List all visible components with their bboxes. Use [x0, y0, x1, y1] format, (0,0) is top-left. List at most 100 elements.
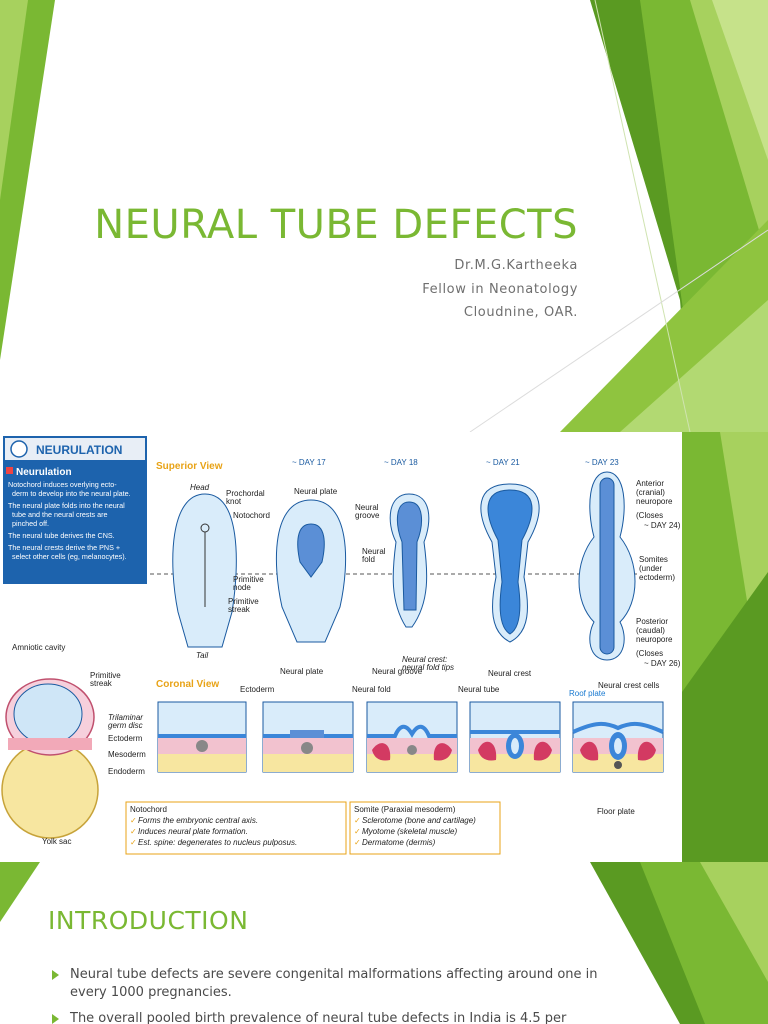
- svg-text:Tail: Tail: [196, 651, 208, 660]
- svg-text:neuropore: neuropore: [636, 497, 673, 506]
- svg-text:Neural crest: Neural crest: [488, 669, 532, 678]
- svg-text:Sclerotome (bone and cartilage: Sclerotome (bone and cartilage): [362, 816, 476, 825]
- svg-text:Neural: Neural: [362, 547, 386, 556]
- svg-text:Trilaminar: Trilaminar: [108, 713, 143, 722]
- svg-text:Prochordal: Prochordal: [226, 489, 265, 498]
- svg-text:(Closes: (Closes: [636, 649, 663, 658]
- svg-text:knot: knot: [226, 497, 242, 506]
- svg-text:streak: streak: [90, 679, 113, 688]
- author-role: Fellow in Neonatology: [422, 282, 578, 297]
- badge-title: NEURULATION: [36, 443, 122, 457]
- svg-text:Forms the embryonic central ax: Forms the embryonic central axis.: [138, 816, 258, 825]
- svg-text:Endoderm: Endoderm: [108, 767, 145, 776]
- svg-text:~ DAY 17: ~ DAY 17: [292, 458, 326, 467]
- svg-text:Neural crest:: Neural crest:: [402, 655, 447, 664]
- svg-text:Primitive: Primitive: [228, 597, 259, 606]
- svg-text:Notochord induces overlying ec: Notochord induces overlying ecto-: [8, 480, 117, 489]
- coronal-view-label: Coronal View: [156, 679, 219, 690]
- svg-text:Primitive: Primitive: [233, 575, 264, 584]
- neurulation-info-box: [3, 436, 147, 584]
- neurulation-figure: NEURULATION Neurulation Notochord induce…: [0, 432, 682, 862]
- svg-text:ectoderm): ectoderm): [639, 573, 675, 582]
- svg-text:~ DAY 26): ~ DAY 26): [644, 659, 681, 668]
- svg-text:Notochord: Notochord: [130, 805, 167, 814]
- svg-text:✓: ✓: [130, 816, 137, 825]
- yolk-sac: [1, 741, 99, 839]
- svg-text:Neural: Neural: [355, 503, 379, 512]
- bullet-item: Neural tube defects are severe congenita…: [52, 966, 600, 1002]
- figure-slide: NEURULATION Neurulation Notochord induce…: [0, 432, 768, 862]
- slide-title: NEURAL TUBE DEFECTS: [94, 202, 578, 248]
- svg-text:~ DAY 23: ~ DAY 23: [585, 458, 619, 467]
- svg-text:(under: (under: [639, 564, 662, 573]
- svg-text:Notochord: Notochord: [233, 511, 270, 520]
- svg-text:✓: ✓: [130, 827, 137, 836]
- svg-text:Neural plate: Neural plate: [280, 667, 324, 676]
- svg-text:Posterior: Posterior: [636, 617, 668, 626]
- svg-text:✓: ✓: [130, 838, 137, 847]
- bullet-arrow-icon: [52, 970, 59, 980]
- author-affiliation: Cloudnine, OAR.: [463, 305, 578, 320]
- svg-text:select other cells (eg, melano: select other cells (eg, melanocytes).: [12, 552, 127, 561]
- svg-text:(caudal): (caudal): [636, 626, 665, 635]
- svg-text:Neural tube: Neural tube: [458, 685, 500, 694]
- box-heading: Neurulation: [16, 467, 72, 478]
- bullet-arrow-icon: [52, 1014, 59, 1024]
- svg-text:Roof plate: Roof plate: [569, 689, 606, 698]
- svg-text:✓: ✓: [354, 838, 361, 847]
- svg-text:Somite (Paraxial mesoderm): Somite (Paraxial mesoderm): [354, 805, 456, 814]
- svg-text:Est. spine: degenerates to nuc: Est. spine: degenerates to nucleus pulpo…: [138, 838, 297, 847]
- coronal-sections: [157, 701, 664, 773]
- author-name: Dr.M.G.Kartheeka: [454, 258, 578, 273]
- svg-text:Somites: Somites: [639, 555, 668, 564]
- svg-text:(cranial): (cranial): [636, 488, 665, 497]
- section-heading: INTRODUCTION: [48, 906, 249, 935]
- day-labels: ~ DAY 17 ~ DAY 18 ~ DAY 21 ~ DAY 23: [292, 458, 619, 467]
- svg-text:neural fold tips: neural fold tips: [402, 663, 454, 672]
- svg-text:Amniotic cavity: Amniotic cavity: [12, 643, 65, 652]
- svg-text:The neural crests derive the P: The neural crests derive the PNS +: [8, 543, 120, 552]
- svg-text:~ DAY 24): ~ DAY 24): [644, 521, 681, 530]
- superior-view-label: Superior View: [156, 461, 223, 472]
- svg-text:(Closes: (Closes: [636, 511, 663, 520]
- svg-text:Yolk sac: Yolk sac: [42, 837, 72, 846]
- title-slide: NEURAL TUBE DEFECTS Dr.M.G.Kartheeka Fel…: [0, 0, 768, 432]
- green-corner-decoration: [0, 0, 768, 432]
- badge-icon: [10, 440, 28, 458]
- svg-text:The neural plate folds into th: The neural plate folds into the neural: [8, 501, 125, 510]
- svg-text:Primitive: Primitive: [90, 671, 121, 680]
- svg-text:Neural fold: Neural fold: [352, 685, 391, 694]
- svg-text:Anterior: Anterior: [636, 479, 664, 488]
- svg-text:streak: streak: [228, 605, 251, 614]
- svg-text:Induces neural plate formation: Induces neural plate formation.: [138, 827, 248, 836]
- svg-text:Ectoderm: Ectoderm: [240, 685, 275, 694]
- svg-text:node: node: [233, 583, 251, 592]
- bullet-item: The overall pooled birth prevalence of n…: [52, 1010, 600, 1024]
- svg-text:groove: groove: [355, 511, 380, 520]
- svg-text:Head: Head: [190, 483, 210, 492]
- svg-text:Myotome (skeletal muscle): Myotome (skeletal muscle): [362, 827, 457, 836]
- box-points: Notochord induces overlying ecto- derm t…: [8, 480, 131, 561]
- introduction-slide: INTRODUCTION Neural tube defects are sev…: [0, 862, 768, 1024]
- svg-text:Dermatome (dermis): Dermatome (dermis): [362, 838, 436, 847]
- svg-text:fold: fold: [362, 555, 375, 564]
- svg-text:Floor plate: Floor plate: [597, 807, 635, 816]
- svg-text:Ectoderm: Ectoderm: [108, 734, 143, 743]
- green-side-decoration: [0, 862, 768, 1024]
- svg-text:germ disc: germ disc: [108, 721, 143, 730]
- svg-text:Neural plate: Neural plate: [294, 487, 338, 496]
- svg-text:derm to develop into the neura: derm to develop into the neural plate.: [12, 489, 131, 498]
- svg-text:pinched off.: pinched off.: [12, 519, 49, 528]
- plus-icon: [6, 467, 13, 474]
- svg-text:~ DAY 21: ~ DAY 21: [486, 458, 520, 467]
- svg-text:tube and the neural crests are: tube and the neural crests are: [12, 510, 108, 519]
- svg-text:Neural groove: Neural groove: [372, 667, 423, 676]
- notochord-box: [125, 801, 347, 855]
- svg-text:✓: ✓: [354, 816, 361, 825]
- svg-text:neuropore: neuropore: [636, 635, 673, 644]
- somite-box: [349, 801, 501, 855]
- svg-text:~ DAY 18: ~ DAY 18: [384, 458, 418, 467]
- svg-text:Neural crest cells: Neural crest cells: [598, 681, 659, 690]
- svg-text:The neural tube derives the CN: The neural tube derives the CNS.: [8, 531, 115, 540]
- svg-text:✓: ✓: [354, 827, 361, 836]
